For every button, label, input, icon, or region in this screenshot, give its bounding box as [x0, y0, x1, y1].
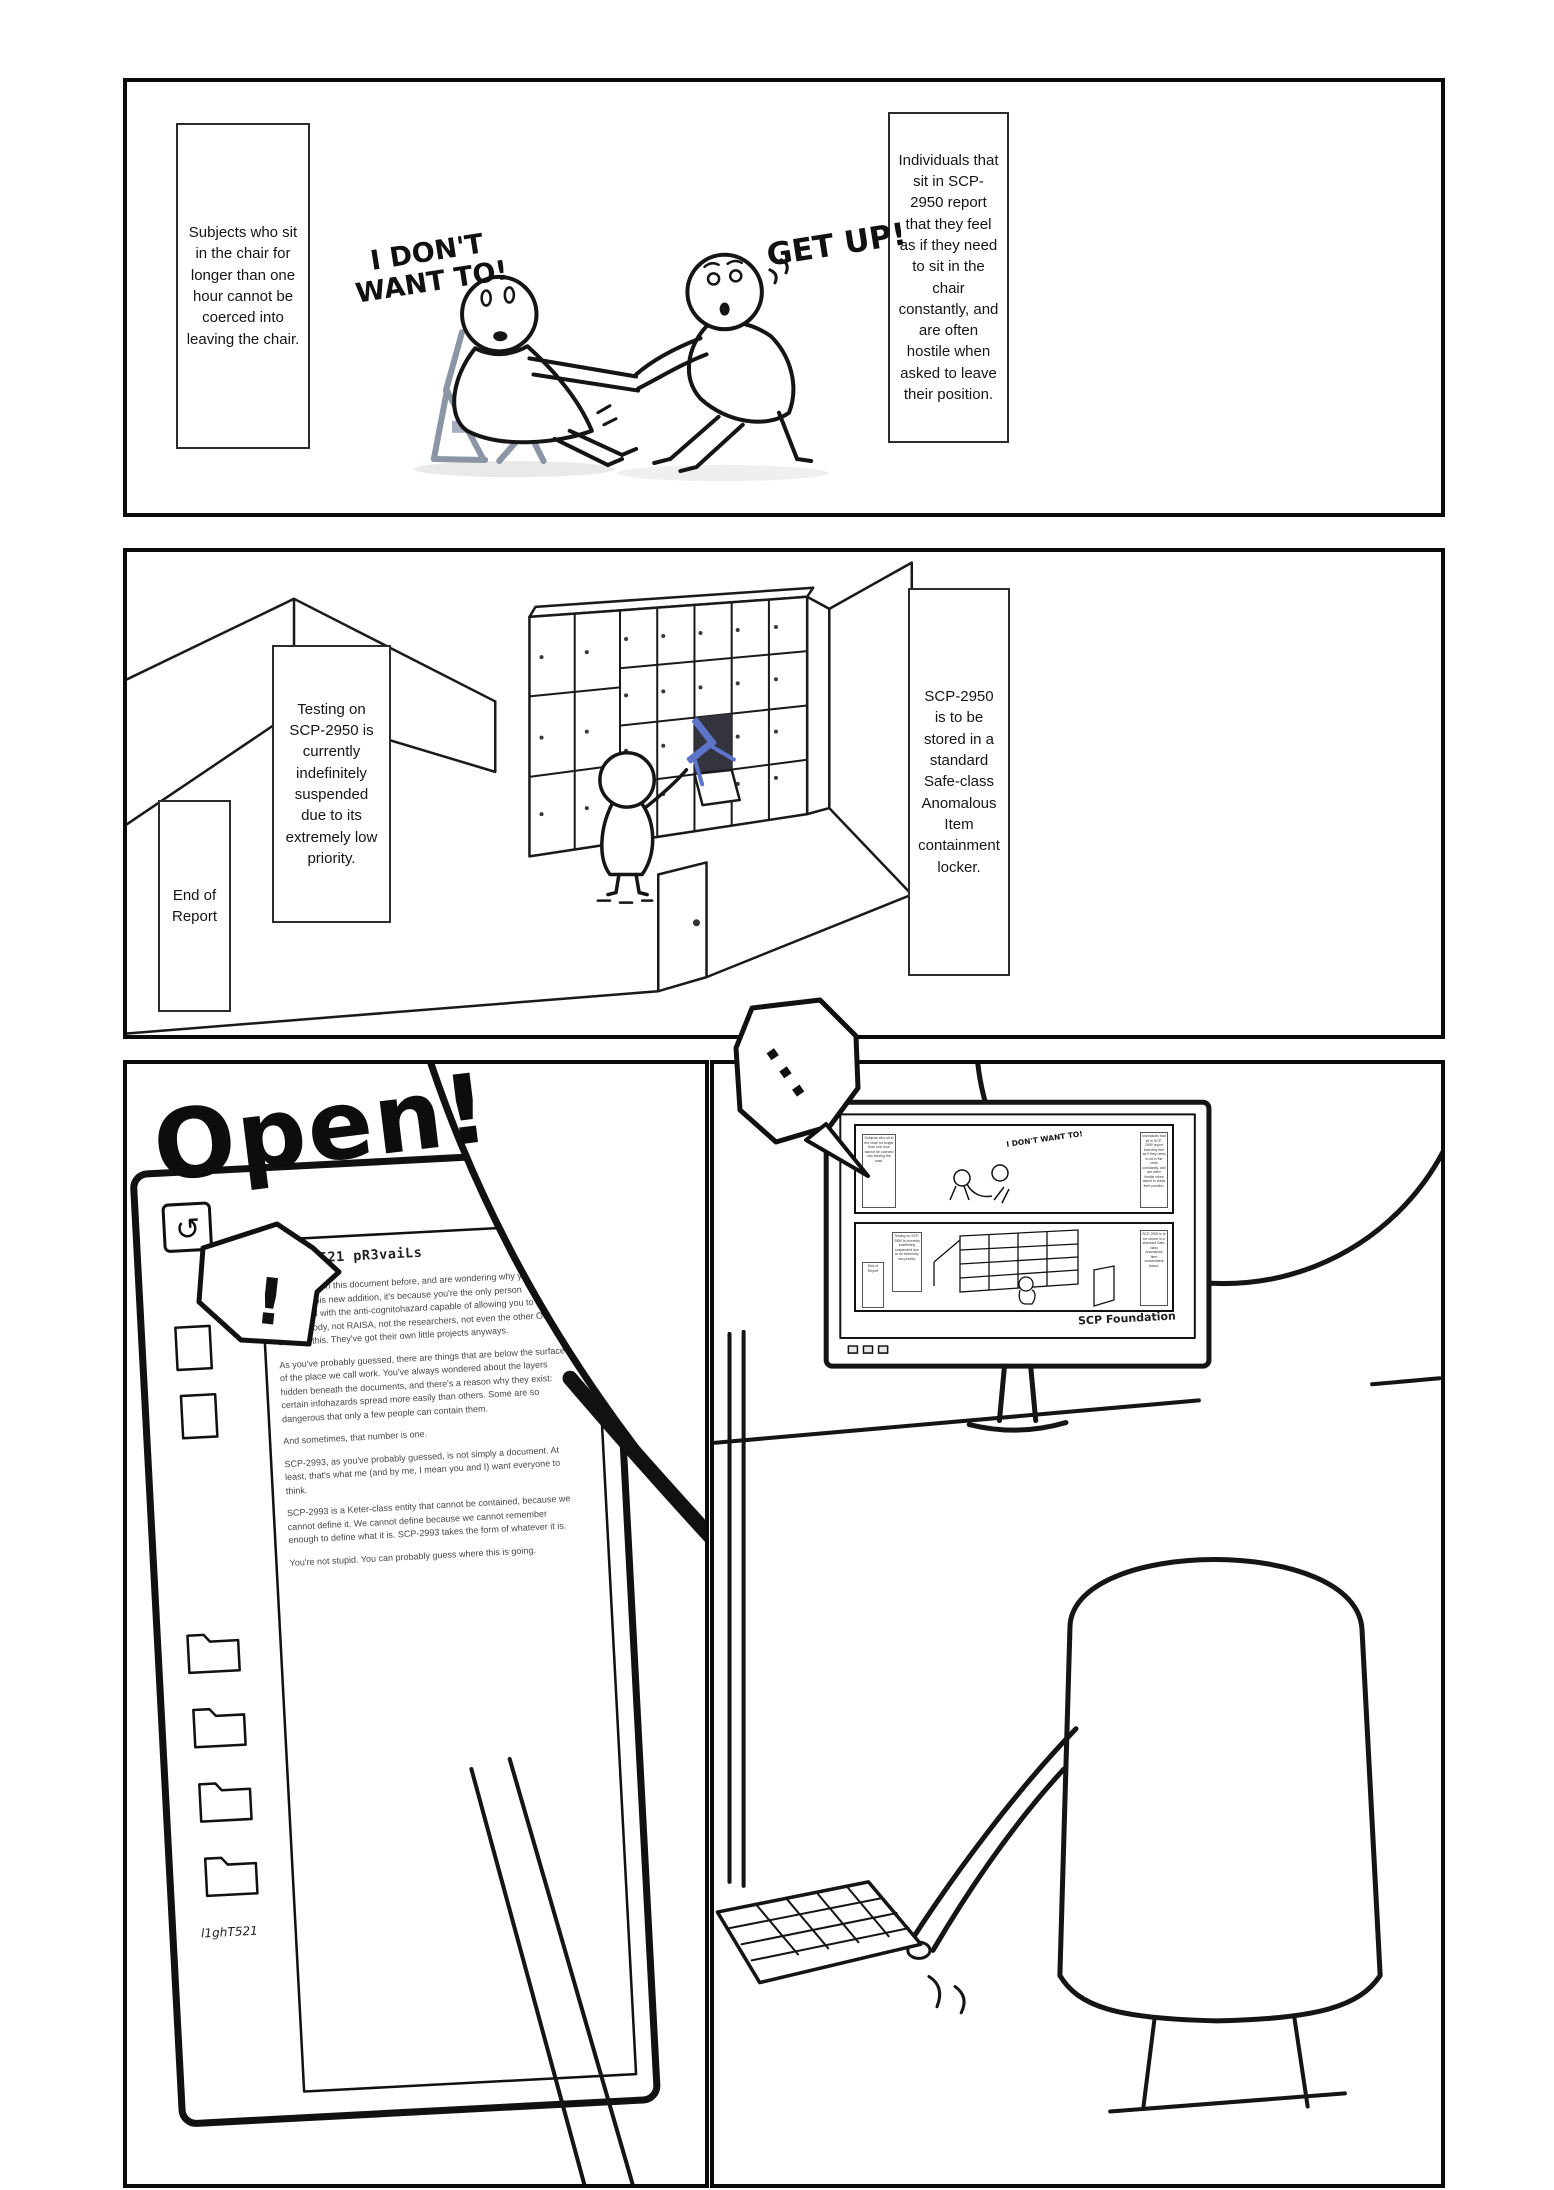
- head-silhouette: [431, 1064, 705, 1533]
- caption-subjects: Subjects who sit in the chair for longer…: [176, 123, 310, 449]
- caption-individuals: Individuals that sit in SCP-2950 report …: [888, 112, 1009, 443]
- mini-locker-room: [933, 1229, 1115, 1307]
- locker-cabinet: [528, 586, 831, 858]
- shoulder-stroke: [562, 1370, 705, 1542]
- mini-speech: I DON'T WANT TO!: [1005, 1129, 1084, 1149]
- panel3-overlay: [427, 1064, 705, 2184]
- folder-icon: [192, 1707, 247, 1749]
- caption-storage: SCP-2950 is to be stored in a standard S…: [908, 588, 1010, 976]
- caption-end-of-report: End of Report: [158, 800, 231, 1012]
- thought-bubble: ...: [733, 997, 870, 1178]
- motion-marks: [927, 1975, 966, 2015]
- storing-figure: [596, 717, 736, 904]
- sitting-figure: [452, 274, 641, 468]
- folder-icon: [198, 1782, 253, 1823]
- panel1-artwork: [413, 252, 829, 482]
- monitor-screen-content: Subjects who sit in the chair for longer…: [838, 1114, 1190, 1336]
- mini-caption-testing: Testing on SCP-2950 is currently indefin…: [892, 1232, 922, 1292]
- panel2-artwork: [127, 561, 914, 1035]
- scp-2950-chair: [686, 717, 736, 787]
- panel-3: ↺ l1ghT521 l1ghT521 pR3vaiLs If you've s…: [123, 1052, 709, 2188]
- panel-2: Testing on SCP-2950 is currently indefin…: [123, 548, 1445, 1039]
- wall-lines: [727, 1329, 746, 1888]
- pulling-figure: [634, 252, 814, 474]
- figure-body: [1057, 1557, 1383, 2024]
- figure-arm: [910, 1726, 1079, 1953]
- room-door: [656, 861, 708, 993]
- effort-marks: [596, 258, 789, 427]
- open-locker-door: [693, 768, 741, 807]
- folder-icon: [186, 1633, 241, 1675]
- folder-label: l1ghT521: [201, 1924, 258, 1941]
- desk-lines: [714, 1376, 1441, 1445]
- panel3-artwork: ↺ l1ghT521: [130, 1146, 661, 2127]
- panel-4: Subjects who sit in the chair for longer…: [710, 1060, 1445, 2188]
- exclamation-bubble: !: [196, 1221, 342, 1347]
- laptop-keyboard: [715, 1880, 923, 1985]
- mini-figures: [949, 1164, 1010, 1204]
- desk-edge-lines: [469, 1756, 635, 2184]
- mini-caption-storage: SCP-2950 is to be stored in a standard S…: [1140, 1230, 1168, 1306]
- mini-caption-individuals: Individuals that sit in SCP-2950 report …: [1140, 1132, 1168, 1208]
- mini-comic-panel-1: Subjects who sit in the chair for longer…: [854, 1124, 1174, 1214]
- caption-testing-suspended: Testing on SCP-2950 is currently indefin…: [272, 645, 391, 923]
- mini-caption-end: End of Report: [862, 1262, 884, 1308]
- svg-text:↺: ↺: [174, 1212, 201, 1248]
- file-icons: [174, 1324, 259, 1898]
- folder-icon: [203, 1856, 259, 1898]
- taskbar-icons: [847, 1345, 889, 1354]
- mini-comic-panel-2: Testing on SCP-2950 is currently indefin…: [854, 1222, 1174, 1312]
- monitor-stand: [966, 1363, 1069, 1433]
- recycle-bin-icon: ↺: [161, 1201, 213, 1253]
- panel-1: Subjects who sit in the chair for longer…: [123, 78, 1445, 517]
